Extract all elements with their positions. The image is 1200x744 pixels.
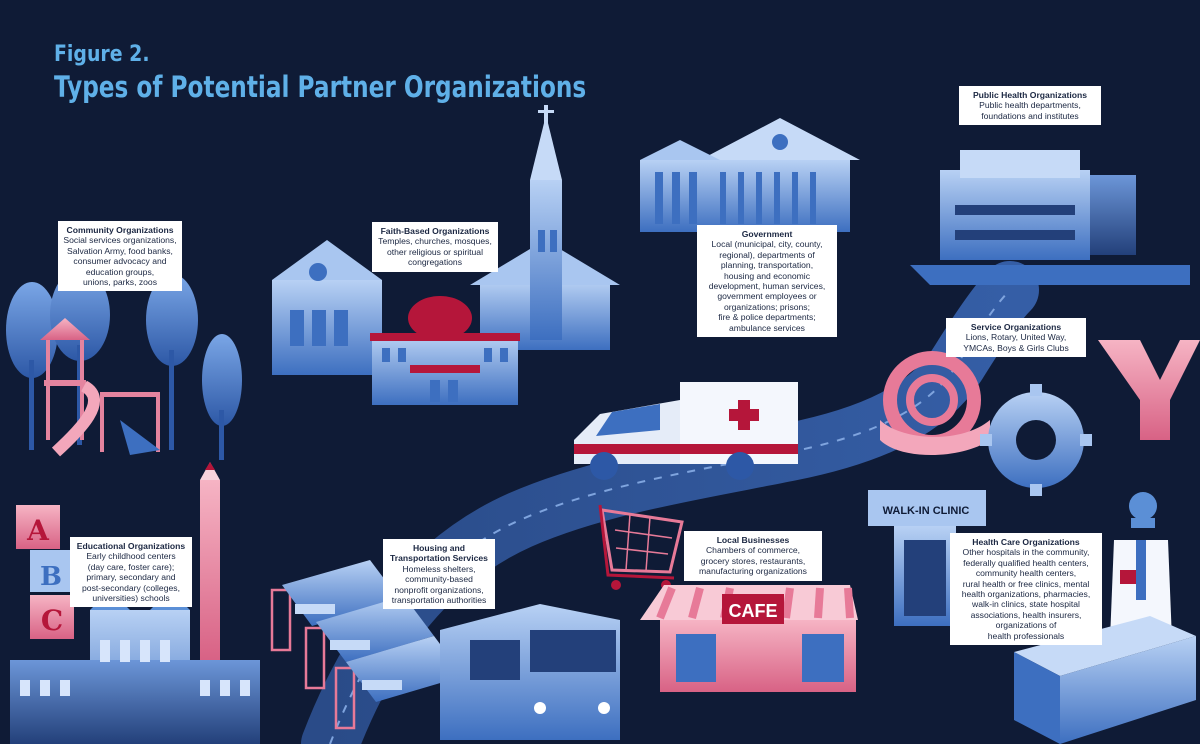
- card-line: unions, parks, zoos: [82, 277, 158, 288]
- faith-buildings: [272, 105, 620, 405]
- bus: [440, 604, 620, 740]
- card-line: organizations; prisons;: [724, 301, 810, 312]
- walk-in-clinic: WALK-IN CLINIC: [868, 490, 986, 626]
- card-line: associations, health insurers,: [970, 609, 1082, 620]
- card-line: Temples, churches, mosques,: [378, 236, 492, 247]
- card-housing-title-2: Transportation Services: [390, 553, 488, 564]
- card-line: community health centers,: [975, 568, 1077, 579]
- card-line: Salvation Army, food banks,: [67, 245, 173, 256]
- card-line: Lions, Rotary, United Way,: [965, 332, 1067, 343]
- card-health-care-title: Health Care Organizations: [972, 537, 1080, 547]
- page-title: Types of Potential Partner Organizations: [54, 70, 587, 104]
- card-educational: Educational Organizations Early childhoo…: [70, 537, 192, 608]
- card-housing-title-1: Housing and: [412, 543, 466, 553]
- card-line: YMCAs, Boys & Girls Clubs: [963, 342, 1069, 353]
- government-building: [640, 118, 860, 232]
- service-icons: [880, 340, 1200, 496]
- card-line: manufacturing organizations: [699, 566, 807, 577]
- cafe: CAFE: [640, 585, 858, 692]
- card-government-title: Government: [741, 229, 793, 239]
- card-line: walk-in clinics, state hospital: [972, 599, 1080, 610]
- card-public-health: Public Health Organizations Public healt…: [959, 86, 1101, 126]
- card-line: development, human services,: [708, 281, 826, 292]
- card-line: post-secondary (colleges,: [82, 582, 180, 593]
- card-line: federally qualified health centers,: [963, 557, 1089, 568]
- card-community: Community Organizations Social services …: [58, 221, 182, 292]
- ambulance: [574, 382, 798, 480]
- card-line: other religious or spiritual: [386, 246, 483, 257]
- card-line: community-based: [405, 574, 473, 585]
- card-local-business-title: Local Businesses: [716, 535, 790, 545]
- figure-label: Figure 2.: [54, 42, 150, 67]
- card-line: regional), departments of: [719, 249, 815, 260]
- card-line: Chambers of commerce,: [705, 545, 801, 556]
- card-community-title: Community Organizations: [66, 225, 174, 235]
- card-line: government employees or: [717, 291, 817, 302]
- card-line: primary, secondary and: [86, 572, 176, 583]
- card-line: planning, transportation,: [720, 260, 814, 271]
- cafe-sign: CAFE: [729, 601, 778, 621]
- card-line: foundations and institutes: [981, 110, 1079, 121]
- card-faith-title: Faith-Based Organizations: [380, 226, 490, 236]
- card-public-health-title: Public Health Organizations: [972, 90, 1088, 100]
- block-a: A: [26, 514, 50, 547]
- shelter-beds: [270, 560, 464, 730]
- card-health-care: Health Care Organizations Other hospital…: [950, 533, 1102, 646]
- card-local-business: Local Businesses Chambers of commerce, g…: [684, 531, 822, 581]
- card-line: ambulance services: [729, 322, 805, 333]
- card-line: Other hospitals in the community,: [962, 547, 1090, 558]
- card-line: Social services organizations,: [63, 235, 177, 246]
- card-faith: Faith-Based Organizations Temples, churc…: [372, 222, 498, 272]
- public-health-building: [910, 150, 1190, 285]
- card-government: Government Local (municipal, city, count…: [697, 225, 837, 338]
- block-b: B: [40, 562, 62, 592]
- card-line: grocery stores, restaurants,: [700, 555, 806, 566]
- card-line: congregations: [408, 257, 462, 268]
- card-line: Local (municipal, city, county,: [711, 239, 823, 250]
- card-line: health organizations, pharmacies,: [961, 589, 1091, 600]
- card-line: fire & police departments;: [718, 312, 816, 323]
- block-c: C: [41, 604, 63, 637]
- playground-trees: [6, 269, 242, 460]
- card-line: universities) schools: [92, 593, 170, 604]
- card-line: health professionals: [987, 630, 1065, 641]
- card-line: Public health departments,: [979, 100, 1081, 111]
- doctor: [1110, 492, 1172, 640]
- card-line: housing and economic: [724, 270, 810, 281]
- card-line: Early childhood centers: [86, 551, 176, 562]
- card-line: (day care, foster care);: [87, 561, 175, 572]
- card-housing: Housing and Transportation Services Home…: [383, 539, 495, 610]
- card-line: Homeless shelters,: [402, 563, 476, 574]
- card-line: consumer advocacy and: [73, 256, 167, 267]
- card-line: transportation authorities: [391, 595, 487, 606]
- card-educational-title: Educational Organizations: [76, 541, 186, 551]
- counter: [1014, 616, 1196, 744]
- card-line: education groups,: [85, 266, 155, 277]
- card-service: Service Organizations Lions, Rotary, Uni…: [946, 318, 1086, 358]
- card-service-title: Service Organizations: [970, 322, 1062, 332]
- card-line: rural health or free clinics, mental: [962, 578, 1090, 589]
- card-line: nonprofit organizations,: [394, 584, 484, 595]
- walk-in-sign: WALK-IN CLINIC: [883, 505, 970, 517]
- card-line: organizations of: [995, 620, 1057, 631]
